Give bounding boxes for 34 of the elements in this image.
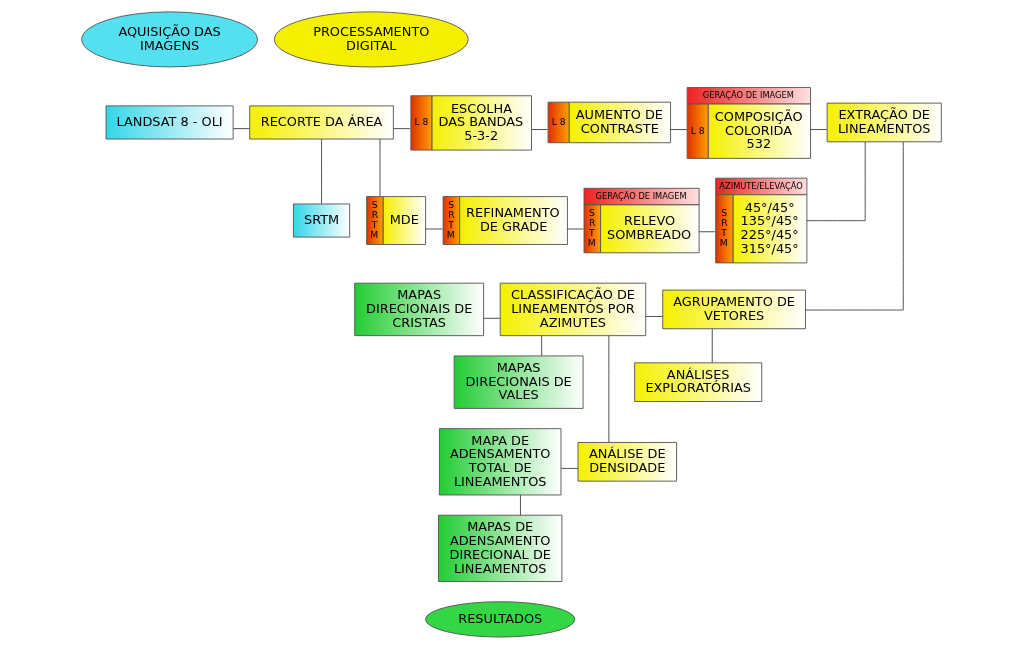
connector bbox=[645, 316, 664, 317]
node-ellipse: RESULTADOS bbox=[425, 601, 576, 638]
node-box: EXTRAÇÃO DE LINEAMENTOS bbox=[826, 102, 942, 143]
node-box: RECORTE DA ÁREA bbox=[249, 105, 394, 140]
node-box: ANÁLISES EXPLORATÓRIAS bbox=[634, 362, 763, 402]
connector bbox=[711, 328, 713, 364]
connector bbox=[520, 494, 521, 516]
node-box: MAPAS DE ADENSAMENTO DIRECIONAL DE LINEAMENTOS bbox=[438, 514, 563, 582]
node-box: MAPAS DIRECIONAIS DE CRISTAS bbox=[354, 282, 485, 337]
connector bbox=[541, 335, 543, 357]
node-ellipse: PROCESSAMENTO DIGITAL bbox=[273, 11, 469, 68]
connector bbox=[669, 129, 688, 130]
connector bbox=[321, 138, 322, 205]
node-ellipse: AQUISIÇÃO DAS IMAGENS bbox=[81, 11, 258, 68]
connector bbox=[806, 141, 866, 222]
connector bbox=[379, 138, 381, 197]
node-box: MAPA DE ADENSAMENTO TOTAL DE LINEAMENTOS bbox=[438, 428, 562, 496]
connector bbox=[393, 128, 411, 130]
node-box: CLASSIFICAÇÃO DE LINEAMENTOS POR AZIMUTES bbox=[499, 282, 647, 337]
node-box: SRTM bbox=[293, 203, 351, 238]
connector bbox=[608, 335, 610, 443]
connector bbox=[566, 228, 584, 230]
connector bbox=[805, 141, 904, 311]
connector bbox=[560, 467, 579, 469]
node-box: ANÁLISE DE DENSIDADE bbox=[577, 442, 677, 482]
connector bbox=[483, 317, 501, 319]
node-box: AGRUPAMENTO DE VETORES bbox=[662, 289, 806, 330]
connector bbox=[530, 129, 548, 130]
node-box: LANDSAT 8 - OLI bbox=[105, 105, 234, 140]
connector bbox=[232, 128, 251, 130]
connector bbox=[425, 228, 444, 230]
node-box: MAPAS DIRECIONAIS DE VALES bbox=[453, 355, 584, 409]
connector bbox=[810, 129, 828, 130]
connector bbox=[698, 231, 716, 233]
